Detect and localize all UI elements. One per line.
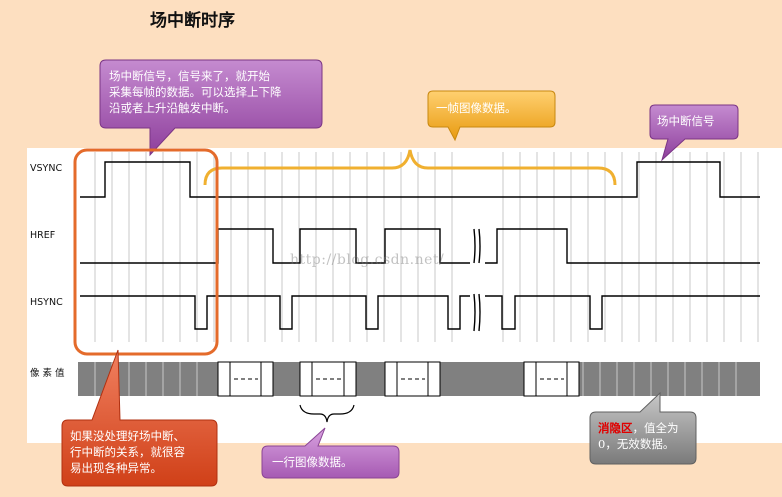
waveforms — [80, 161, 760, 332]
callout-vsync-signal-text: 场中断信号 — [657, 114, 715, 128]
callout-warning — [61, 349, 218, 487]
href-label: HREF — [30, 230, 56, 241]
callout-vsync-interrupt — [99, 59, 323, 157]
callout-line-text: 一行图像数据。 — [272, 455, 353, 469]
vsync-wave — [80, 161, 760, 198]
break-mark-href — [473, 228, 481, 264]
href-wave-2 — [485, 228, 760, 264]
callout-warning-text: 如果没处理好场中断、 行中断的关系，就很容 易出现各种异常。 — [70, 428, 185, 476]
callout-line-2: 行中断的关系，就很容 — [70, 445, 185, 459]
watermark: http://blog.csdn.net/ — [290, 252, 445, 268]
break-mark-hsync — [473, 293, 481, 332]
pixel-value-bar — [78, 361, 760, 397]
callout-line-1: 如果没处理好场中断、 — [70, 429, 185, 443]
callout-vsync-interrupt-text: 场中断信号，信号来了，就开始 采集每帧的数据。可以选择上下降 沿或者上升沿触发中… — [109, 68, 282, 116]
blanking-line-1: 消隐区，值全为 — [598, 420, 679, 436]
callout-line-3: 易出现各种异常。 — [70, 461, 162, 475]
callout-line-2: 采集每帧的数据。可以选择上下降 — [109, 85, 282, 99]
blanking-rest-1: ，值全为 — [632, 421, 679, 435]
href-wave — [80, 228, 470, 264]
grid-lines — [94, 152, 759, 342]
callout-frame-text: 一帧图像数据。 — [436, 101, 517, 115]
blanking-line-2: 0，无效数据。 — [598, 437, 675, 451]
callout-line-1: 场中断信号，信号来了，就开始 — [109, 69, 270, 83]
callout-vsync-signal — [649, 104, 739, 162]
vsync-highlight-box — [73, 148, 219, 356]
hsync-label: HSYNC — [30, 297, 63, 308]
callout-blanking — [589, 391, 697, 465]
hsync-wave-2 — [485, 295, 760, 330]
callout-frame — [427, 90, 556, 142]
vsync-label: VSYNC — [30, 163, 63, 174]
pixel-value-label: 像 素 值 — [30, 368, 65, 379]
callout-line — [261, 427, 400, 479]
hsync-wave — [80, 295, 470, 330]
frame-brace — [203, 149, 617, 186]
line-brace — [299, 404, 355, 423]
page-title: 场中断时序 — [150, 11, 235, 31]
callout-line-3: 沿或者上升沿触发中断。 — [109, 101, 236, 115]
blanking-highlight: 消隐区 — [598, 421, 633, 435]
callout-blanking-text: 消隐区，值全为 0，无效数据。 — [598, 420, 679, 452]
